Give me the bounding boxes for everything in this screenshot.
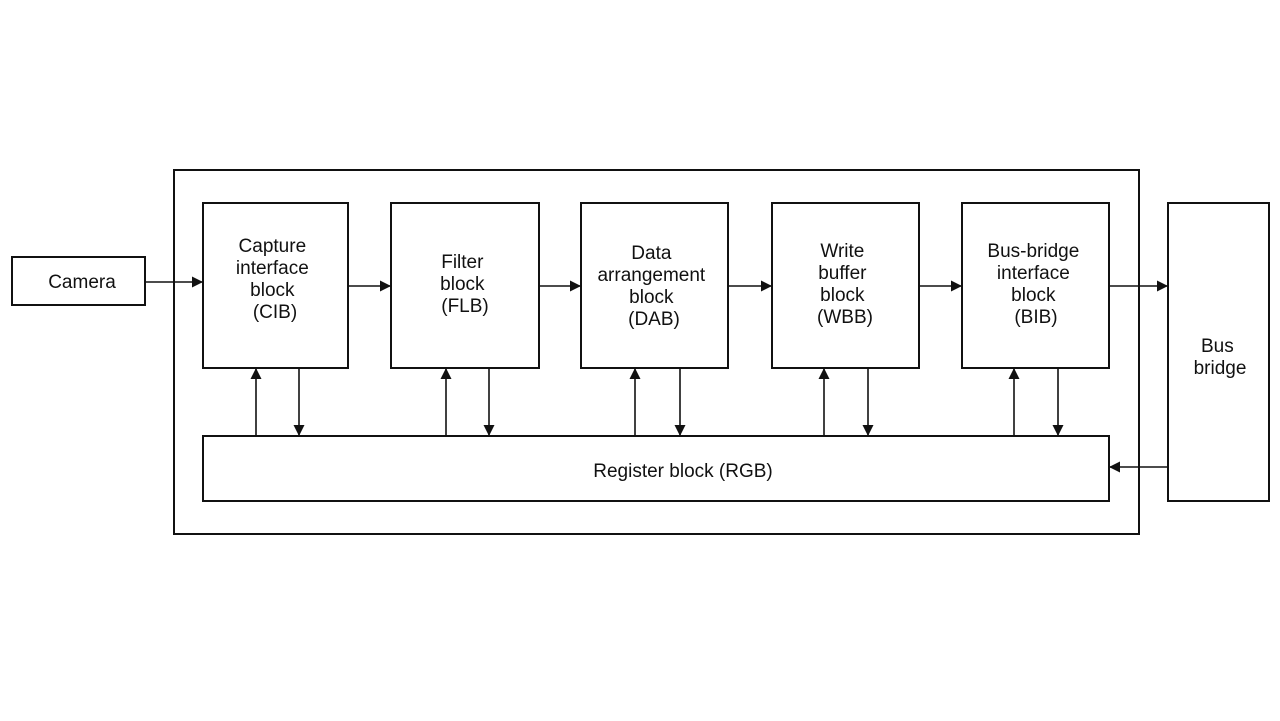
camera-label: Camera [48,272,116,293]
capture-interface-block: Capture interface block (CIB) [202,202,349,369]
bus-bridge-block: Bus bridge [1167,202,1270,502]
bus-bridge-interface-block: Bus-bridge interface block (BIB) [961,202,1110,369]
camera-block: Camera [11,256,146,306]
register-block: Register block (RGB) [202,435,1110,502]
data-arrangement-block: Data arrangement block (DAB) [580,202,729,369]
capture-interface-block-label: Capture interface block (CIB) [236,236,314,323]
data-arrangement-block-label: Data arrangement block (DAB) [597,243,710,330]
bus-bridge-interface-block-label: Bus-bridge interface block (BIB) [987,241,1084,328]
write-buffer-block: Write buffer block (WBB) [771,202,920,369]
register-block-label: Register block (RGB) [593,461,773,482]
filter-block: Filter block (FLB) [390,202,540,369]
system-frame [173,169,1140,535]
write-buffer-block-label: Write buffer block (WBB) [817,241,873,328]
filter-block-label: Filter block (FLB) [440,252,490,317]
bus-bridge-label: Bus bridge [1194,336,1247,379]
